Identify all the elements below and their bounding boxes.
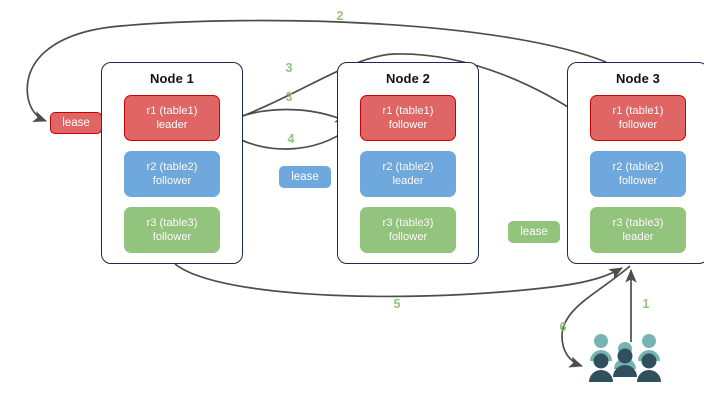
replica-role: leader: [622, 231, 654, 243]
step-label-6: 6: [559, 320, 567, 334]
replica-name: r3 (table3): [612, 217, 664, 229]
replica-r2-node3[interactable]: r2 (table2) follower: [590, 151, 686, 197]
replica-name: r1 (table1): [612, 105, 664, 117]
step-label-3a: 3: [285, 61, 293, 75]
node-title: Node 2: [386, 71, 430, 86]
lease-badge-r3[interactable]: lease: [508, 221, 560, 243]
edge-5-node1-to-node3: [174, 263, 623, 298]
node-title: Node 3: [616, 71, 660, 86]
replica-r2-node2[interactable]: r2 (table2) leader: [360, 151, 456, 197]
replica-r3-node1[interactable]: r3 (table3) follower: [124, 207, 220, 253]
replica-r1-node3[interactable]: r1 (table1) follower: [590, 95, 686, 141]
replica-name: r3 (table3): [146, 217, 198, 229]
replica-role: follower: [388, 231, 428, 243]
replica-r2-node1[interactable]: r2 (table2) follower: [124, 151, 220, 197]
replica-role: leader: [392, 175, 424, 187]
lease-badge-r1[interactable]: lease: [50, 112, 102, 134]
replica-name: r2 (table2): [612, 161, 664, 173]
replica-name: r2 (table2): [382, 161, 434, 173]
step-label-2: 2: [336, 9, 344, 23]
replica-role: follower: [388, 119, 428, 131]
replica-name: r1 (table1): [382, 105, 434, 117]
replica-role: follower: [618, 175, 658, 187]
node-box-node2[interactable]: Node 2 r1 (table1) follower r2 (table2) …: [337, 62, 479, 264]
step-label-3b: 3: [285, 90, 293, 104]
replica-role: follower: [152, 231, 192, 243]
users-icon: [588, 332, 662, 382]
replica-role: leader: [156, 119, 188, 131]
step-label-4: 4: [287, 132, 295, 146]
replica-name: r2 (table2): [146, 161, 198, 173]
replica-r1-node1[interactable]: r1 (table1) leader: [124, 95, 220, 141]
step-label-1: 1: [642, 297, 650, 311]
replica-role: follower: [618, 119, 658, 131]
node-box-node1[interactable]: Node 1 r1 (table1) leader r2 (table2) fo…: [101, 62, 243, 264]
lease-badge-r2[interactable]: lease: [279, 166, 331, 188]
replica-r1-node2[interactable]: r1 (table1) follower: [360, 95, 456, 141]
step-label-5: 5: [393, 297, 401, 311]
replica-name: r1 (table1): [146, 105, 198, 117]
replica-role: follower: [152, 175, 192, 187]
node-title: Node 1: [150, 71, 194, 86]
replica-r3-node3[interactable]: r3 (table3) leader: [590, 207, 686, 253]
replica-r3-node2[interactable]: r3 (table3) follower: [360, 207, 456, 253]
node-box-node3[interactable]: Node 3 r1 (table1) follower r2 (table2) …: [567, 62, 704, 264]
replica-name: r3 (table3): [382, 217, 434, 229]
